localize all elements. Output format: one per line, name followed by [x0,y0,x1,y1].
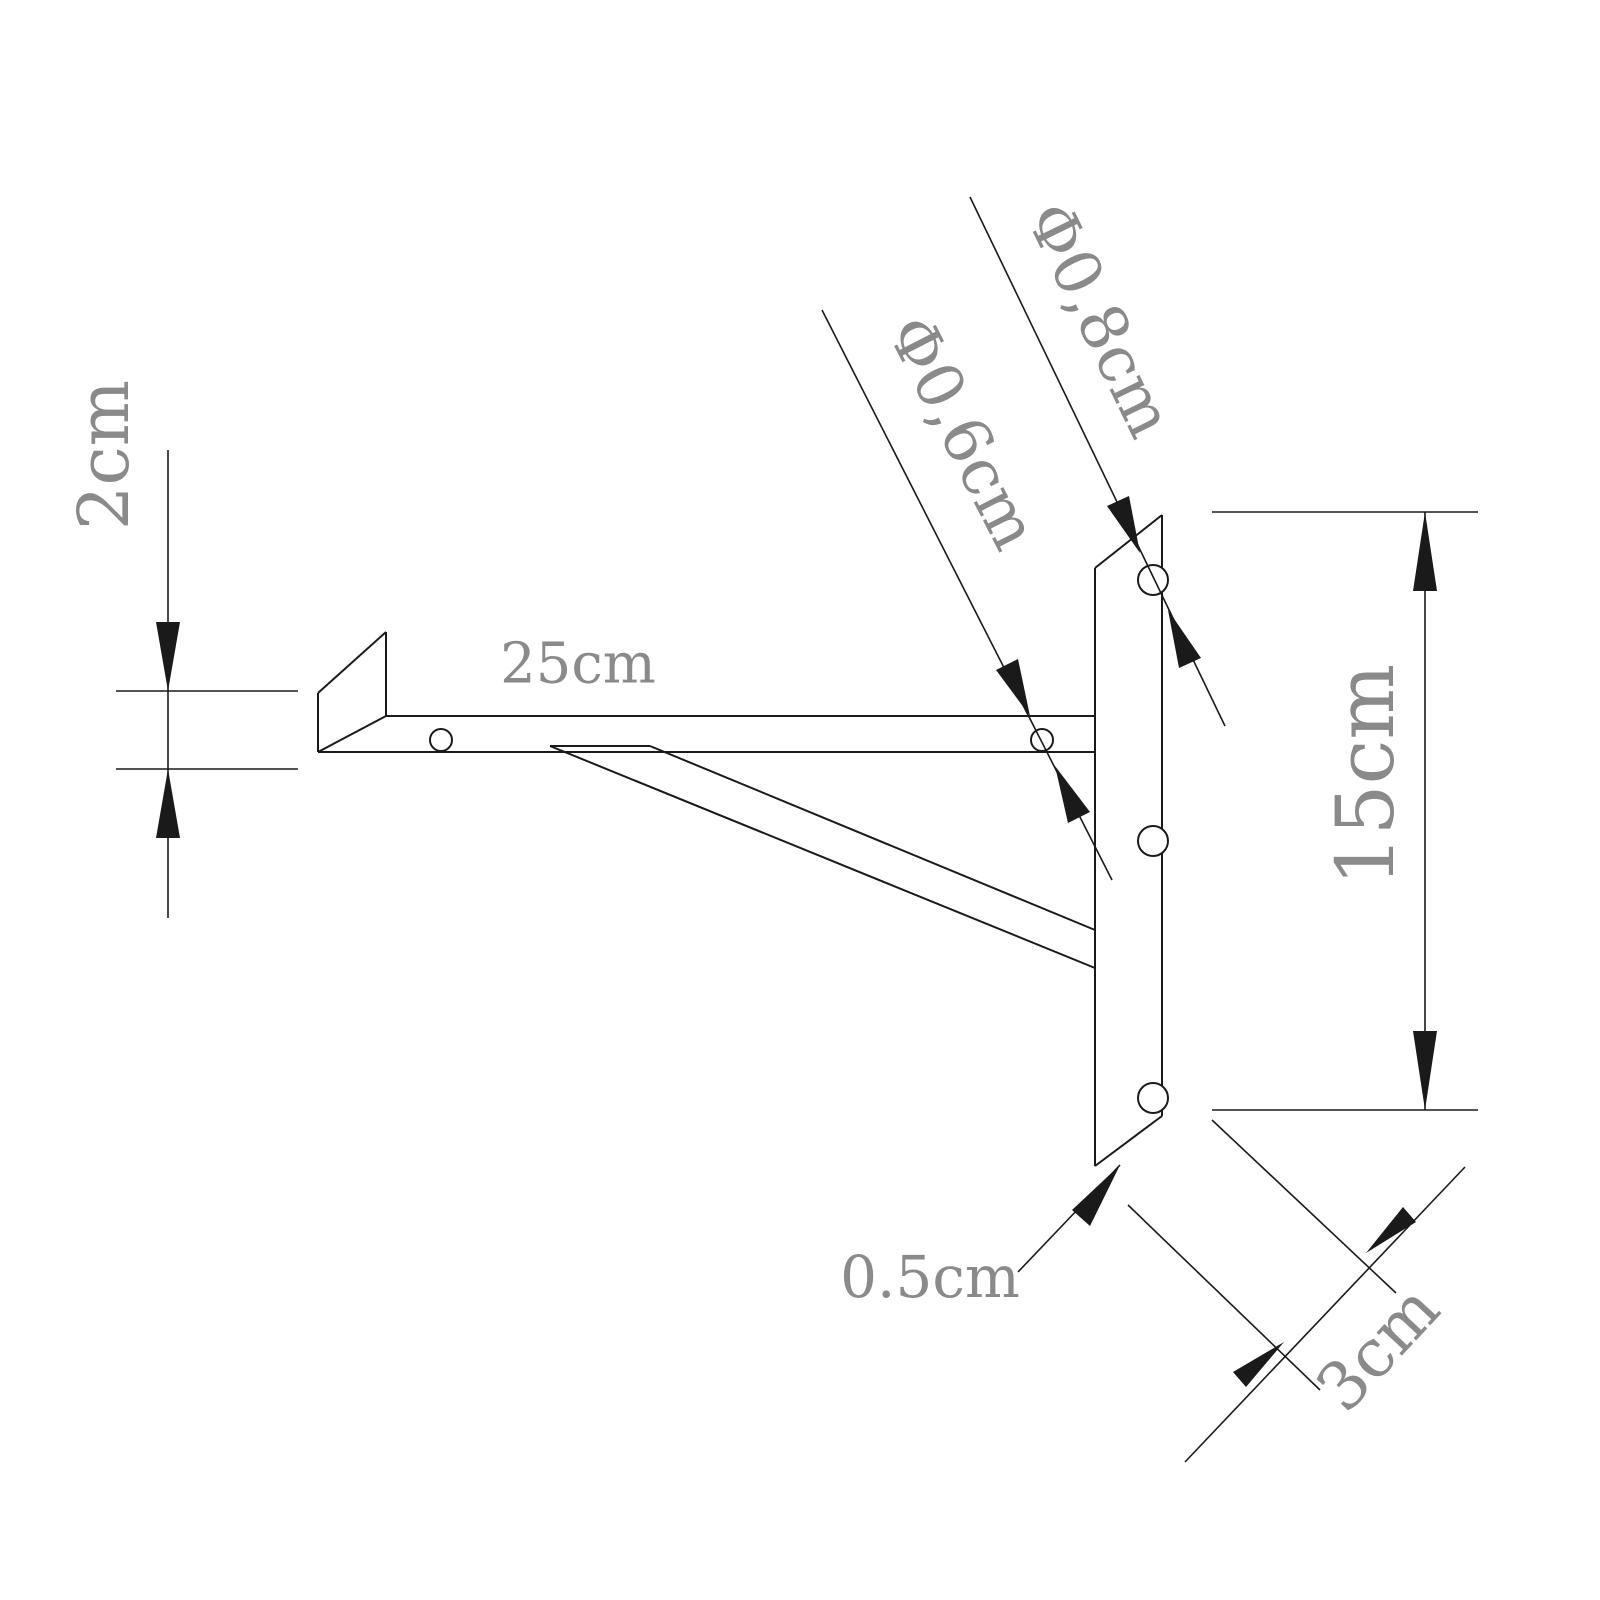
hole-plate-middle [1137,825,1169,857]
holes [429,564,1169,1114]
dimension-0-5cm: 0.5cm [840,1164,1121,1311]
hole-arm-left [429,728,453,752]
dimension-15cm: 15cm [1212,511,1478,1111]
hole-arm-right [1030,728,1054,752]
hole-plate-top [1137,564,1169,596]
label-25cm: 25cm [500,632,656,697]
dimension-3cm: 3cm [1127,1119,1466,1463]
label-hole-large: Φ0,8cm [1011,191,1187,449]
label-15cm: 15cm [1319,664,1412,886]
bracket-outline [317,514,1163,1167]
label-hole-small: Φ0,6cm [872,304,1052,561]
label-3cm: 3cm [1302,1270,1455,1426]
label-2cm: 2cm [63,380,145,530]
dimension-2cm: 2cm [63,380,298,918]
label-0-5cm: 0.5cm [840,1243,1020,1311]
hole-plate-bottom [1137,1082,1169,1114]
dimension-hole-small: Φ0,6cm [821,304,1113,881]
